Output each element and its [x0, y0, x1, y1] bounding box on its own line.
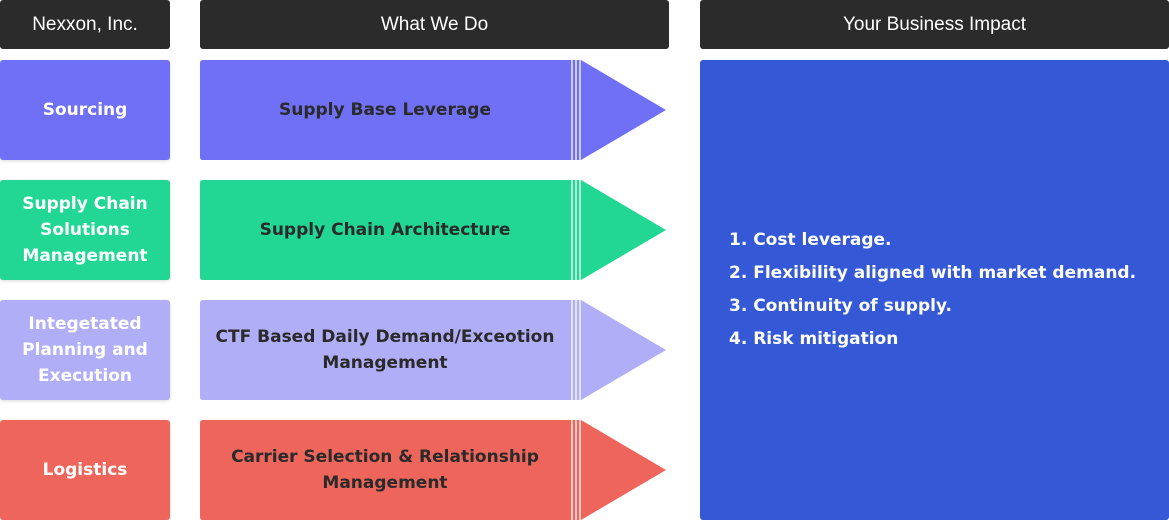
- arrow-head: [571, 420, 666, 520]
- header-business-impact-label: Your Business Impact: [842, 13, 1027, 35]
- activity-label: Carrier Selection & Relationship Managem…: [231, 447, 539, 493]
- arrow-body: [200, 60, 571, 160]
- category-box: Supply Chain Solutions Management: [0, 180, 170, 280]
- impact-item: 2. Flexibility aligned with market deman…: [729, 263, 1137, 283]
- arrow-head: [571, 180, 666, 280]
- impact-item: 4. Risk mitigation: [729, 329, 899, 349]
- arrow-head: [571, 60, 666, 160]
- category-box: Sourcing: [0, 60, 170, 160]
- arrow-shape: [200, 420, 666, 520]
- activity-arrow: Supply Chain Architecture: [200, 180, 669, 280]
- category-label: Sourcing: [42, 100, 128, 120]
- activity-label: Supply Chain Architecture: [259, 220, 511, 240]
- category-label: Supply Chain Solutions Management: [22, 194, 148, 266]
- arrow-shape: [200, 300, 666, 400]
- category-box: Logistics: [0, 420, 170, 520]
- header-company: Nexxon, Inc.: [0, 0, 170, 49]
- activity-arrow: CTF Based Daily Demand/Exceotion Managem…: [200, 300, 669, 400]
- arrow-body: [200, 420, 571, 520]
- header-what-we-do: What We Do: [200, 0, 669, 49]
- impact-item: 1. Cost leverage.: [729, 230, 892, 250]
- category-label: Integetated Planning and Execution: [22, 314, 148, 386]
- impact-list: 1. Cost leverage. 2. Flexibility aligned…: [700, 224, 1136, 356]
- category-box: Integetated Planning and Execution: [0, 300, 170, 400]
- business-impact-panel: 1. Cost leverage. 2. Flexibility aligned…: [700, 60, 1169, 520]
- header-what-we-do-label: What We Do: [380, 13, 489, 35]
- header-company-label: Nexxon, Inc.: [32, 13, 138, 35]
- arrow-shape: [200, 180, 666, 280]
- activity-label: Supply Base Leverage: [278, 100, 492, 120]
- activity-arrow: Supply Base Leverage: [200, 60, 669, 160]
- category-label: Logistics: [42, 460, 128, 480]
- arrow-head: [571, 300, 666, 400]
- activity-arrow: Carrier Selection & Relationship Managem…: [200, 420, 669, 520]
- impact-item: 3. Continuity of supply.: [729, 296, 952, 316]
- header-business-impact: Your Business Impact: [700, 0, 1169, 49]
- activity-label: CTF Based Daily Demand/Exceotion Managem…: [215, 327, 555, 373]
- arrow-body: [200, 180, 571, 280]
- arrow-shape: [200, 60, 666, 160]
- arrow-body: [200, 300, 571, 400]
